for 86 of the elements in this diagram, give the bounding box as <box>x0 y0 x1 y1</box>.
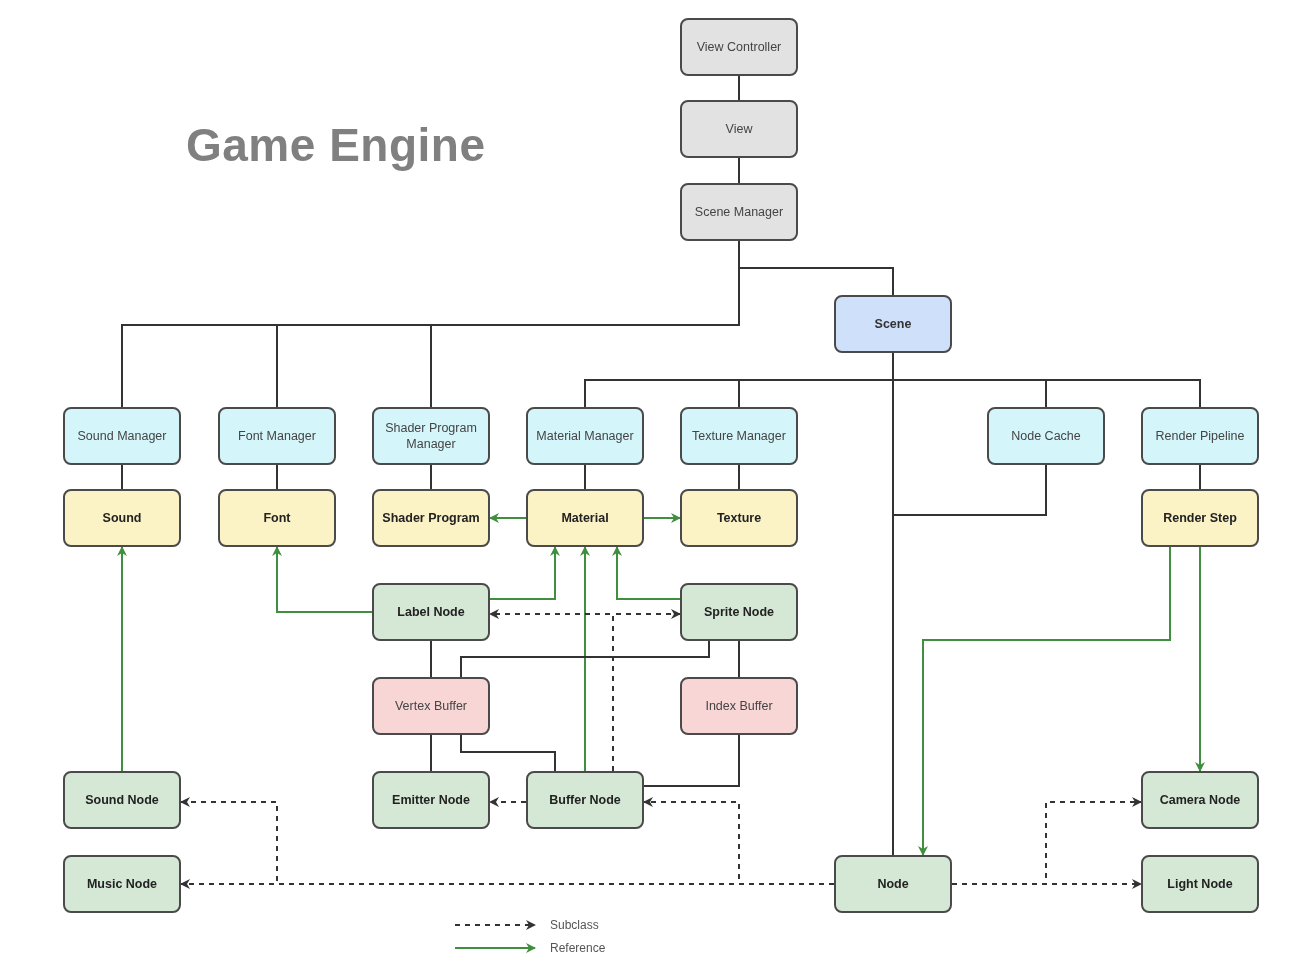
class-box <box>63 771 181 829</box>
connector-line <box>738 75 740 101</box>
connector-line <box>430 734 432 772</box>
class-name: Sound <box>102 509 142 527</box>
class-name: Material Manager <box>536 427 634 445</box>
arrow <box>272 546 373 613</box>
class-box <box>680 183 798 241</box>
class-box <box>834 855 952 913</box>
arrow <box>1195 546 1205 772</box>
connector-line <box>460 640 710 678</box>
class-box <box>1141 771 1259 829</box>
class-box <box>63 855 181 913</box>
class-name: Emitter Node <box>392 791 470 809</box>
class-name: Camera Node <box>1159 791 1241 809</box>
class-box <box>987 407 1105 465</box>
class-box <box>1141 407 1259 465</box>
class-box <box>680 407 798 465</box>
dashed-arrow <box>643 797 835 885</box>
class-name: Render Pipeline <box>1155 427 1245 445</box>
connector-line <box>430 640 432 678</box>
connector-line <box>738 157 740 184</box>
class-name: Shader Program Manager <box>384 419 478 453</box>
class-name: Music Node <box>86 875 158 893</box>
class-box <box>680 18 798 76</box>
arrow <box>580 546 590 772</box>
class-box <box>372 677 490 735</box>
class-box <box>372 407 490 465</box>
class-name: Font <box>263 509 291 527</box>
class-name: Material <box>561 509 609 527</box>
class-box <box>680 489 798 547</box>
diagram-title: Game Engine <box>186 118 486 172</box>
class-box <box>526 771 644 829</box>
class-box <box>1141 855 1259 913</box>
connector-line <box>738 464 740 490</box>
class-name: Vertex Buffer <box>394 697 467 715</box>
class-box <box>218 407 336 465</box>
class-box <box>680 677 798 735</box>
legend-label: Reference <box>550 941 606 955</box>
connector-line <box>276 464 278 490</box>
arrow <box>489 513 527 523</box>
class-box <box>372 583 490 641</box>
arrow <box>612 546 681 600</box>
class-name: Scene <box>874 315 912 333</box>
connector-line <box>460 734 556 772</box>
class-name: Light Node <box>1167 875 1233 893</box>
class-box <box>680 583 798 641</box>
class-box <box>372 771 490 829</box>
class-box <box>526 407 644 465</box>
class-name: Font Manager <box>238 427 316 445</box>
class-name: Node <box>877 875 909 893</box>
class-box <box>372 489 490 547</box>
arrow <box>117 546 127 772</box>
class-name: Label Node <box>397 603 465 621</box>
class-name: Sprite Node <box>703 603 775 621</box>
dashed-arrow <box>951 879 1142 889</box>
connector-line <box>1199 464 1201 490</box>
class-box <box>526 489 644 547</box>
class-box <box>1141 489 1259 547</box>
connector-line <box>584 464 586 490</box>
class-box <box>680 100 798 158</box>
connector-line <box>643 734 740 787</box>
class-box <box>834 295 952 353</box>
class-box <box>63 489 181 547</box>
class-name: Texture Manager <box>692 427 786 445</box>
arrow <box>643 513 681 523</box>
class-name: Index Buffer <box>705 697 773 715</box>
class-name: Render Step <box>1163 509 1237 527</box>
class-name: View <box>725 120 753 138</box>
dashed-arrow <box>612 609 681 772</box>
connector-line <box>738 640 740 678</box>
class-name: Sound Node <box>85 791 159 809</box>
class-box <box>63 407 181 465</box>
connector-line <box>430 464 432 490</box>
dashed-arrow <box>489 797 527 807</box>
class-name: Scene Manager <box>694 203 784 221</box>
class-name: Buffer Node <box>549 791 621 809</box>
arrow <box>489 546 560 600</box>
legend-label: Subclass <box>550 918 599 932</box>
class-name: Texture <box>716 509 762 527</box>
class-name: Sound Manager <box>77 427 167 445</box>
arrow <box>918 546 1171 856</box>
connector-line <box>121 464 123 490</box>
class-name: Shader Program <box>382 509 480 527</box>
class-name: Node Cache <box>1011 427 1081 445</box>
class-name: View Controller <box>696 38 782 56</box>
class-box <box>218 489 336 547</box>
